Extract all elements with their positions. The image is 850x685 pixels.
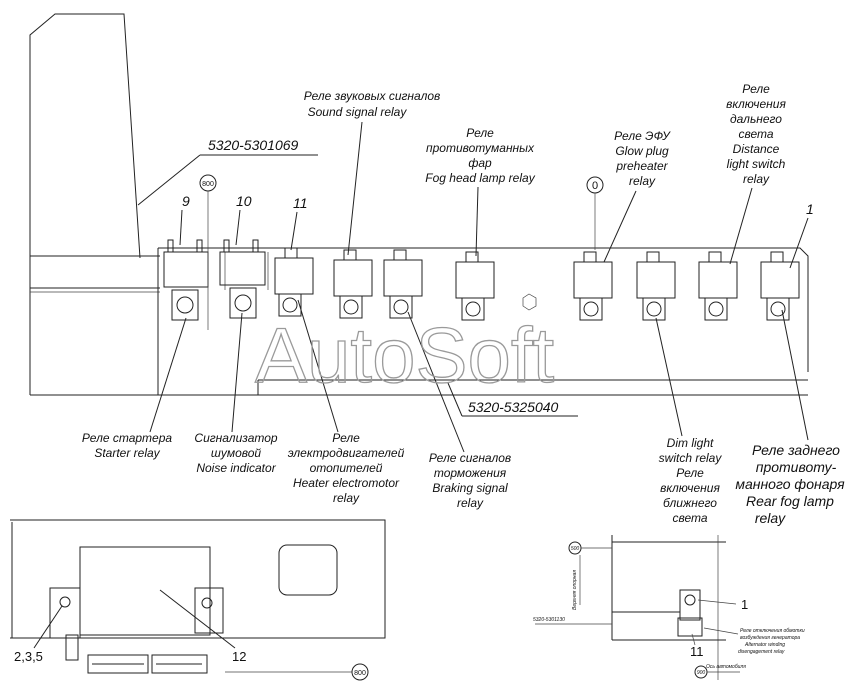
svg-text:relay: relay	[333, 491, 360, 505]
svg-text:Dim light: Dim light	[667, 436, 714, 450]
callout-0: 0	[586, 176, 604, 250]
item-number-10: 10	[236, 193, 252, 209]
svg-text:Sound signal relay: Sound signal relay	[308, 105, 408, 119]
item-number-12: 12	[232, 649, 246, 664]
label-heater-electromotor-relay: Реле электродвигателей отопителей Heater…	[288, 299, 405, 505]
inset-alternator-label-1: Реле отключения обмотки	[740, 628, 805, 634]
svg-text:Fog head lamp relay: Fog head lamp relay	[425, 171, 535, 185]
svg-text:Реле: Реле	[742, 82, 770, 96]
svg-text:ближнего: ближнего	[663, 496, 717, 510]
svg-text:0: 0	[592, 180, 598, 192]
fog-head-lamp-relay	[455, 251, 495, 321]
svg-text:Heater electromotor: Heater electromotor	[293, 476, 400, 490]
label-braking-signal-relay: Реле сигналов торможения Braking signal …	[407, 311, 511, 510]
svg-text:Реле заднего: Реле заднего	[752, 442, 840, 458]
svg-text:противоту-: противоту-	[756, 459, 837, 475]
svg-text:Реле сигналов: Реле сигналов	[429, 451, 511, 465]
label-sound-signal-relay: Реле звуковых сигналов Sound signal rela…	[304, 89, 441, 256]
starter-relay	[163, 239, 209, 321]
braking-signal-relay	[383, 249, 423, 319]
bracket-part-number: 5320-5301069	[208, 137, 299, 153]
heater-electromotor-relay	[274, 247, 314, 317]
svg-text:фар: фар	[468, 156, 492, 170]
label-starter-relay: Реле стартера Starter relay	[82, 317, 187, 460]
item-number-9: 9	[182, 193, 190, 209]
svg-text:relay: relay	[755, 510, 786, 526]
svg-text:Реле стартера: Реле стартера	[82, 431, 172, 445]
noise-indicator	[219, 239, 266, 319]
svg-text:relay: relay	[629, 174, 656, 188]
svg-text:включения: включения	[660, 481, 720, 495]
label-glow-plug-relay: Реле ЭФУ Glow plug preheater relay	[603, 129, 671, 263]
svg-text:Glow plug: Glow plug	[615, 144, 669, 158]
mounting-detail	[10, 519, 386, 674]
svg-text:электродвигателей: электродвигателей	[288, 446, 405, 460]
svg-text:включения: включения	[726, 97, 786, 111]
svg-text:Реле: Реле	[676, 466, 704, 480]
inset-item-11: 11	[690, 644, 704, 659]
svg-text:relay: relay	[743, 172, 770, 186]
svg-text:Реле: Реле	[332, 431, 360, 445]
svg-text:preheater: preheater	[615, 159, 668, 173]
svg-text:света: света	[672, 511, 707, 525]
svg-text:шумовой: шумовой	[211, 446, 262, 460]
inset-alternator-label-3: Alternator winding	[744, 642, 785, 648]
svg-text:switch relay: switch relay	[659, 451, 723, 465]
watermark: AutoSoft	[255, 311, 555, 399]
callout-800-bottom: 800	[225, 663, 369, 681]
svg-text:манного фонаря: манного фонаря	[735, 476, 845, 492]
svg-text:relay: relay	[457, 496, 484, 510]
inset-vertical-label: Верхняя опорная	[572, 570, 578, 610]
svg-text:Сигнализатор: Сигнализатор	[194, 431, 277, 445]
inset-item-1: 1	[741, 597, 748, 612]
glow-plug-preheater-relay	[573, 251, 613, 321]
sound-signal-relay	[333, 249, 373, 319]
svg-text:Braking signal: Braking signal	[432, 481, 508, 495]
svg-text:противотуманных: противотуманных	[426, 141, 535, 155]
rear-fog-lamp-relay	[760, 251, 800, 321]
svg-text:света: света	[738, 127, 773, 141]
callout-800-top: 800	[199, 174, 217, 330]
svg-text:800: 800	[354, 670, 366, 677]
panel-part-number: 5320-5325040	[468, 399, 559, 415]
label-rear-fog-lamp-relay: Реле заднего противоту- манного фонаря R…	[735, 309, 845, 526]
svg-text:Rear fog lamp: Rear fog lamp	[746, 493, 834, 509]
label-fog-head-lamp-relay: Реле противотуманных фар Fog head lamp r…	[425, 126, 536, 257]
svg-text:Реле ЭФУ: Реле ЭФУ	[614, 129, 671, 143]
svg-text:отопителей: отопителей	[310, 461, 383, 475]
callout-900-inset: 900	[697, 670, 706, 676]
inset-alternator-label-4: disengagement relay	[738, 649, 785, 655]
svg-text:торможения: торможения	[434, 466, 507, 480]
label-dim-light-switch-relay: Dim light switch relay Реле включения бл…	[655, 317, 723, 525]
label-noise-indicator: Сигнализатор шумовой Noise indicator	[194, 312, 278, 475]
svg-text:дальнего: дальнего	[730, 112, 782, 126]
svg-text:Distance: Distance	[733, 142, 780, 156]
callout-500-inset: 500	[571, 546, 580, 552]
dim-light-switch-relay	[636, 251, 676, 321]
svg-text:Реле звуковых сигналов: Реле звуковых сигналов	[304, 89, 441, 103]
item-number-1: 1	[806, 201, 814, 217]
inset-bracket-part-number: 5320-5301130	[533, 617, 565, 623]
item-number-2-3-5: 2,3,5	[14, 649, 43, 664]
inset-alternator-label-2: возбуждения генератора	[740, 635, 800, 641]
inset-axis-label: Ось автомобиля	[706, 664, 746, 670]
svg-text:Noise indicator: Noise indicator	[196, 461, 276, 475]
inset-detail: 500 Верхняя опорная 5320-5301130 1 11 Ре…	[533, 535, 805, 680]
cab-pillar	[29, 13, 160, 395]
svg-text:Starter relay: Starter relay	[94, 446, 160, 460]
relay-panel	[30, 247, 809, 396]
distance-light-switch-relay	[698, 251, 738, 321]
item-number-11: 11	[293, 195, 308, 211]
svg-text:800: 800	[202, 181, 214, 188]
svg-text:light switch: light switch	[727, 157, 786, 171]
label-distance-light-switch-relay: Реле включения дальнего света Distance l…	[726, 82, 786, 265]
svg-text:Реле: Реле	[466, 126, 494, 140]
